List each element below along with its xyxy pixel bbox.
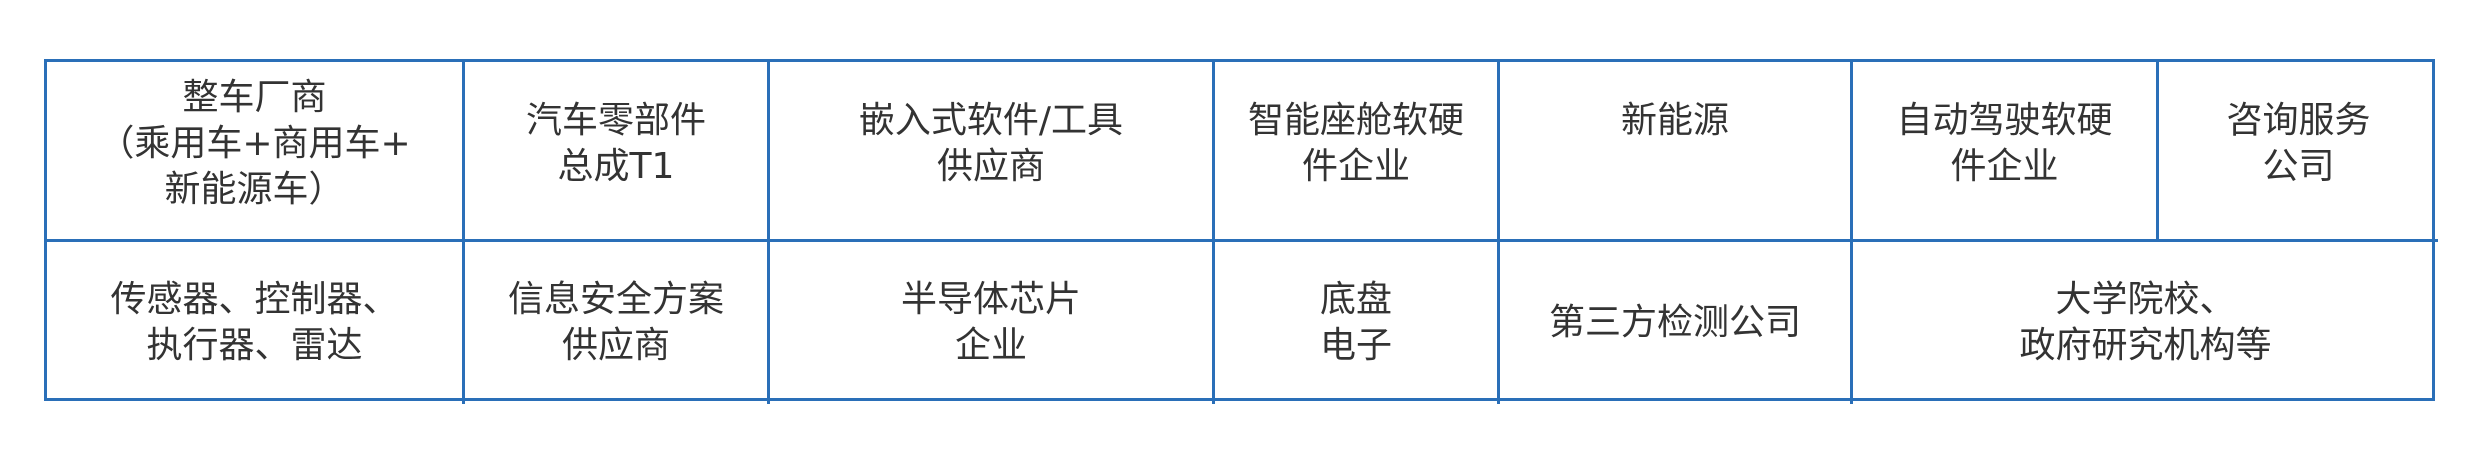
- cell-line: 大学院校、: [2055, 279, 2236, 320]
- table-cell: 汽车零部件 总成T1: [465, 62, 770, 242]
- table-cell: 智能座舱软硬 件企业: [1215, 62, 1500, 242]
- table-cell: 整车厂商 （乘用车+商用车+ 新能源车）: [47, 62, 465, 242]
- table-cell: 自动驾驶软硬 件企业: [1853, 62, 2159, 242]
- cell-line: 总成T1: [557, 145, 675, 187]
- cell-line: 政府研究机构等: [2019, 325, 2272, 366]
- cell-line: 供应商: [936, 145, 1045, 187]
- table-cell: 第三方检测公司: [1500, 242, 1853, 404]
- cell-line: 第三方检测公司: [1548, 302, 1801, 343]
- cell-line: 整车厂商: [182, 76, 327, 118]
- table-cell: 传感器、控制器、 执行器、雷达: [47, 242, 465, 404]
- cell-line: 执行器、雷达: [146, 325, 363, 366]
- cell-line: 新能源: [1620, 100, 1729, 141]
- cell-line: 新能源车）: [164, 168, 345, 210]
- cell-line: 汽车零部件: [525, 99, 706, 141]
- cell-line: （乘用车+商用车+: [98, 122, 411, 164]
- cell-line: 供应商: [561, 325, 670, 366]
- cell-line: 企业: [954, 325, 1027, 366]
- cell-line: 电子: [1319, 325, 1392, 366]
- table-cell: 新能源: [1500, 62, 1853, 242]
- cell-line: 公司: [2262, 145, 2335, 187]
- table-cell: 底盘 电子: [1215, 242, 1500, 404]
- cell-line: 嵌入式软件/工具: [858, 99, 1124, 141]
- cell-line: 智能座舱软硬: [1247, 99, 1464, 141]
- table-cell: 大学院校、 政府研究机构等: [1853, 242, 2438, 404]
- cell-line: 件企业: [1301, 145, 1410, 187]
- cell-line: 咨询服务: [2226, 99, 2371, 141]
- cell-line: 半导体芯片: [900, 279, 1081, 320]
- table-cell: 嵌入式软件/工具 供应商: [770, 62, 1215, 242]
- table-cell: 咨询服务 公司: [2159, 62, 2438, 242]
- table-cell: 半导体芯片 企业: [770, 242, 1215, 404]
- cell-line: 自动驾驶软硬: [1896, 99, 2113, 141]
- table-cell: 信息安全方案 供应商: [465, 242, 770, 404]
- industry-table: 整车厂商 （乘用车+商用车+ 新能源车） 汽车零部件 总成T1 嵌入式软件/工具…: [44, 59, 2438, 404]
- cell-line: 信息安全方案: [507, 279, 724, 320]
- cell-line: 传感器、控制器、: [110, 279, 399, 320]
- cell-line: 件企业: [1950, 145, 2059, 187]
- cell-line: 底盘: [1319, 279, 1392, 320]
